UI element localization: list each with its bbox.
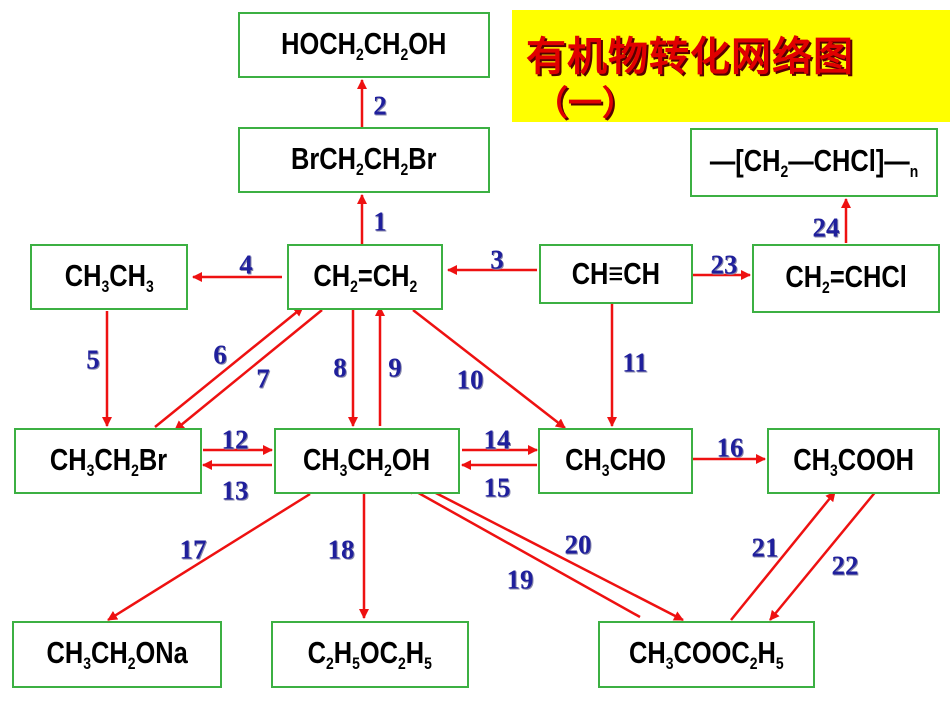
reaction-label-5: 5 [86,344,100,375]
reaction-label-4: 4 [239,249,253,280]
reaction-label-24: 24 [812,212,840,243]
reaction-arrow-20 [429,488,684,622]
reaction-label-22: 22 [831,550,859,581]
reaction-label-9: 9 [388,352,402,383]
formula: CH3CH2OH [303,441,431,480]
reaction-label-14: 14 [483,424,511,455]
compound-acetaldehyde: CH3CHO [538,428,693,494]
compound-ethylene-glycol: HOCH2CH2OH [238,12,490,78]
reaction-label-11: 11 [622,347,648,378]
reaction-label-2: 2 [373,90,387,121]
reaction-arrow-19 [405,484,641,619]
reaction-label-10: 10 [456,364,484,395]
compound-ethane: CH3CH3 [30,244,188,310]
reaction-label-21: 21 [751,532,779,563]
formula: CH3CHO [565,441,666,480]
reaction-label-8: 8 [333,352,347,383]
compound-ethyl-acetate: CH3COOC2H5 [598,621,815,688]
formula: HOCH2CH2OH [281,25,447,64]
formula: CH3CH2Br [49,441,167,480]
compound-ethanol: CH3CH2OH [274,428,460,494]
reaction-label-6: 6 [213,339,227,370]
formula: CH2=CHCl [785,259,907,297]
reaction-arrow-7 [174,309,323,431]
formula: CH3CH3 [64,257,154,296]
compound-pvc: —[CH2—CHCl]—n [690,128,938,197]
reaction-label-23: 23 [710,249,738,280]
reaction-label-20: 20 [564,529,592,560]
formula: C2H5OC2H5 [307,635,433,673]
compound-diethyl-ether: C2H5OC2H5 [271,621,469,688]
compound-dibromoethane: BrCH2CH2Br [238,127,490,193]
compound-sodium-ethoxide: CH3CH2ONa [12,621,222,688]
reaction-label-1: 1 [373,206,387,237]
formula: —[CH2—CHCl]—n [709,143,919,181]
reaction-arrow-10 [412,309,566,429]
reaction-label-13: 13 [221,475,249,506]
formula: BrCH2CH2Br [291,140,437,179]
formula: CH2=CH2 [313,257,417,296]
reaction-label-12: 12 [221,424,249,455]
compound-acetylene: CH≡CH [539,244,693,304]
reaction-label-7: 7 [256,363,270,394]
reaction-arrow-6 [154,306,304,428]
compound-acetic-acid: CH3COOH [767,428,940,494]
reaction-label-19: 19 [506,564,534,595]
reaction-label-18: 18 [327,534,355,565]
reaction-label-15: 15 [483,472,511,503]
reaction-arrow-21 [730,491,836,621]
compound-ethylene: CH2=CH2 [287,244,443,310]
reaction-arrow-22 [769,489,878,621]
reaction-label-3: 3 [490,244,504,275]
title-main: 有机物转化网络图 [526,34,854,80]
title-sub: （一） [534,84,636,124]
reaction-arrow-17 [107,492,311,622]
compound-bromoethane: CH3CH2Br [14,428,202,494]
reaction-label-17: 17 [179,534,207,565]
formula: CH≡CH [571,256,661,291]
formula: CH3COOC2H5 [629,635,784,673]
title-banner: 有机物转化网络图 （一） [512,10,950,124]
formula: CH3COOH [793,441,914,480]
compound-vinyl-chloride: CH2=CHCl [752,244,940,313]
reaction-label-16: 16 [716,432,744,463]
formula: CH3CH2ONa [46,635,188,673]
